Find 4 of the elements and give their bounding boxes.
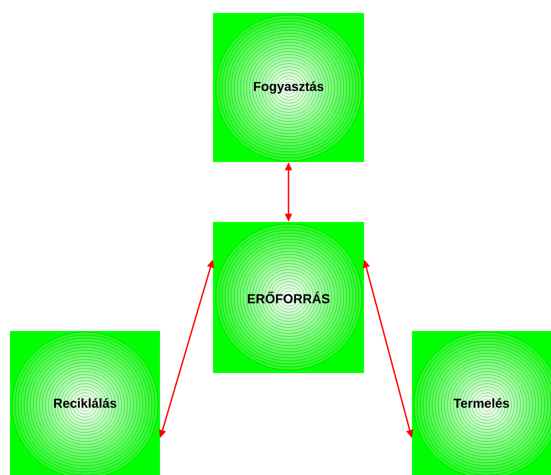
gradient-box: Fogyasztás xyxy=(213,13,364,162)
gradient-box: Termelés xyxy=(412,331,551,475)
gradient-box: Reciklálás xyxy=(10,331,160,475)
gradient-box: ERŐFORRÁS xyxy=(213,222,364,373)
